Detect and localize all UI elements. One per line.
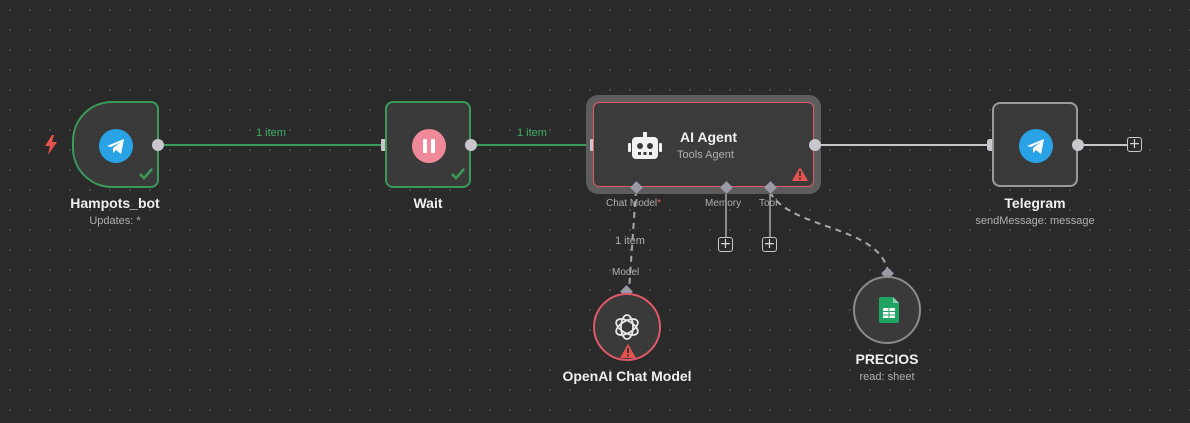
add-tool-button[interactable]: + <box>762 236 777 252</box>
trigger-subtitle: Updates: * <box>89 215 141 227</box>
telegram-input-handle[interactable] <box>988 139 995 151</box>
node-telegram[interactable] <box>992 102 1078 187</box>
warning-icon <box>792 167 808 181</box>
chat-model-port-label: Chat Model* <box>606 198 662 209</box>
edge-label-model: 1 item <box>615 235 645 247</box>
add-next-node-button[interactable]: + <box>1127 136 1142 152</box>
edge-tool-sheets[interactable] <box>769 191 889 273</box>
trigger-title: Hampots_bot <box>70 195 160 211</box>
warning-icon <box>620 344 636 358</box>
agent-output-handle[interactable] <box>809 139 821 151</box>
telegram-title: Telegram <box>1004 195 1066 211</box>
memory-port-label: Memory <box>705 198 742 209</box>
wait-output-handle[interactable] <box>465 139 477 151</box>
telegram-icon <box>99 129 133 163</box>
agent-title: AI Agent <box>680 129 738 145</box>
wait-title: Wait <box>413 195 443 211</box>
pause-icon <box>412 129 446 163</box>
edge-model-agent[interactable] <box>628 189 637 291</box>
trigger-output-handle[interactable] <box>152 139 164 151</box>
node-precios[interactable] <box>853 276 921 344</box>
robot-icon <box>628 132 662 160</box>
openai-title: OpenAI Chat Model <box>562 368 692 384</box>
precios-subtitle: read: sheet <box>859 371 915 383</box>
telegram-icon <box>1019 129 1053 163</box>
check-icon <box>138 167 154 181</box>
tool-port-label: Tool <box>759 198 778 209</box>
node-hampots-bot[interactable] <box>72 101 159 188</box>
precios-title: PRECIOS <box>855 351 919 367</box>
model-port-label: Model <box>612 267 640 278</box>
check-icon <box>450 167 466 181</box>
node-openai-chat-model[interactable] <box>593 293 661 361</box>
edge-label-trigger-wait: 1 item <box>256 127 286 139</box>
agent-subtitle: Tools Agent <box>677 149 734 161</box>
google-sheets-icon <box>879 297 899 323</box>
edge-label-wait-agent: 1 item <box>517 127 547 139</box>
wait-input-handle[interactable] <box>381 139 388 151</box>
node-ai-agent[interactable]: AI Agent Tools Agent <box>593 102 814 187</box>
add-memory-button[interactable]: + <box>718 236 733 252</box>
telegram-subtitle: sendMessage: message <box>975 215 1095 227</box>
node-wait[interactable] <box>385 101 471 188</box>
telegram-output-handle[interactable] <box>1072 139 1084 151</box>
trigger-bolt-icon <box>44 135 58 155</box>
openai-icon <box>612 312 642 342</box>
